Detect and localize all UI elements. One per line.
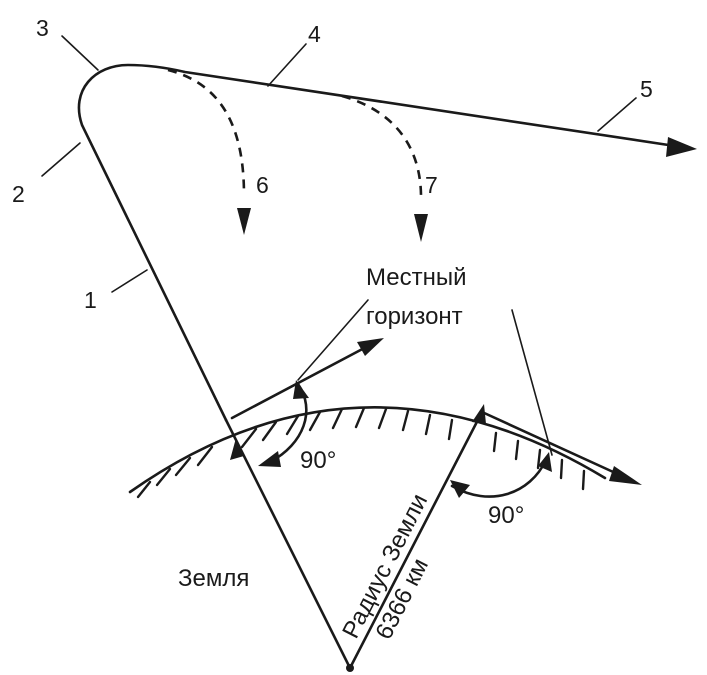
angle-arc-left-arrowhead [258, 451, 281, 467]
angle-arc-left-arrowhead-top [293, 380, 309, 399]
angle-arc-right [450, 458, 548, 498]
leader-5 [597, 97, 637, 132]
angle-label-left: 90° [300, 447, 336, 474]
earth-label: Земля [178, 565, 249, 592]
leader-2 [41, 142, 81, 177]
earth-center-point [346, 664, 354, 672]
fall-arrowhead-6 [237, 208, 251, 235]
label-6: 6 [256, 172, 269, 198]
local-horizon-label-line2: горизонт [366, 303, 463, 330]
radius-left [224, 418, 352, 670]
angle-label-right: 90° [488, 502, 524, 529]
horizon-tangent-left [230, 343, 372, 420]
leader-1 [111, 269, 148, 293]
angle-arc-right-arrowhead [450, 480, 470, 498]
leader-horizon-right [511, 309, 553, 456]
label-3: 3 [36, 15, 49, 41]
label-4: 4 [308, 21, 321, 47]
label-2: 2 [12, 181, 25, 207]
radius-right [348, 410, 484, 670]
local-horizon-label-line1: Местный [366, 264, 467, 291]
radius-right-arrowhead [472, 404, 486, 424]
radius-left-arrowhead [230, 438, 244, 460]
label-1: 1 [84, 287, 97, 313]
label-7: 7 [425, 172, 438, 198]
earth-hatching [136, 406, 586, 499]
fall-path-6 [167, 68, 246, 196]
leader-4 [267, 43, 307, 87]
label-5: 5 [640, 76, 653, 102]
trajectory-path [77, 63, 677, 422]
fall-arrowhead-7 [414, 214, 428, 242]
trajectory-arrowhead [666, 137, 697, 157]
horizon-arrow-right [609, 466, 642, 485]
leader-horizon-left [297, 299, 369, 381]
horizon-arrow-left [357, 338, 384, 356]
leader-3 [61, 35, 99, 71]
fall-path-7 [341, 94, 423, 201]
angle-arc-right-arrowhead-top [538, 452, 552, 472]
horizon-tangent-right [480, 410, 624, 478]
